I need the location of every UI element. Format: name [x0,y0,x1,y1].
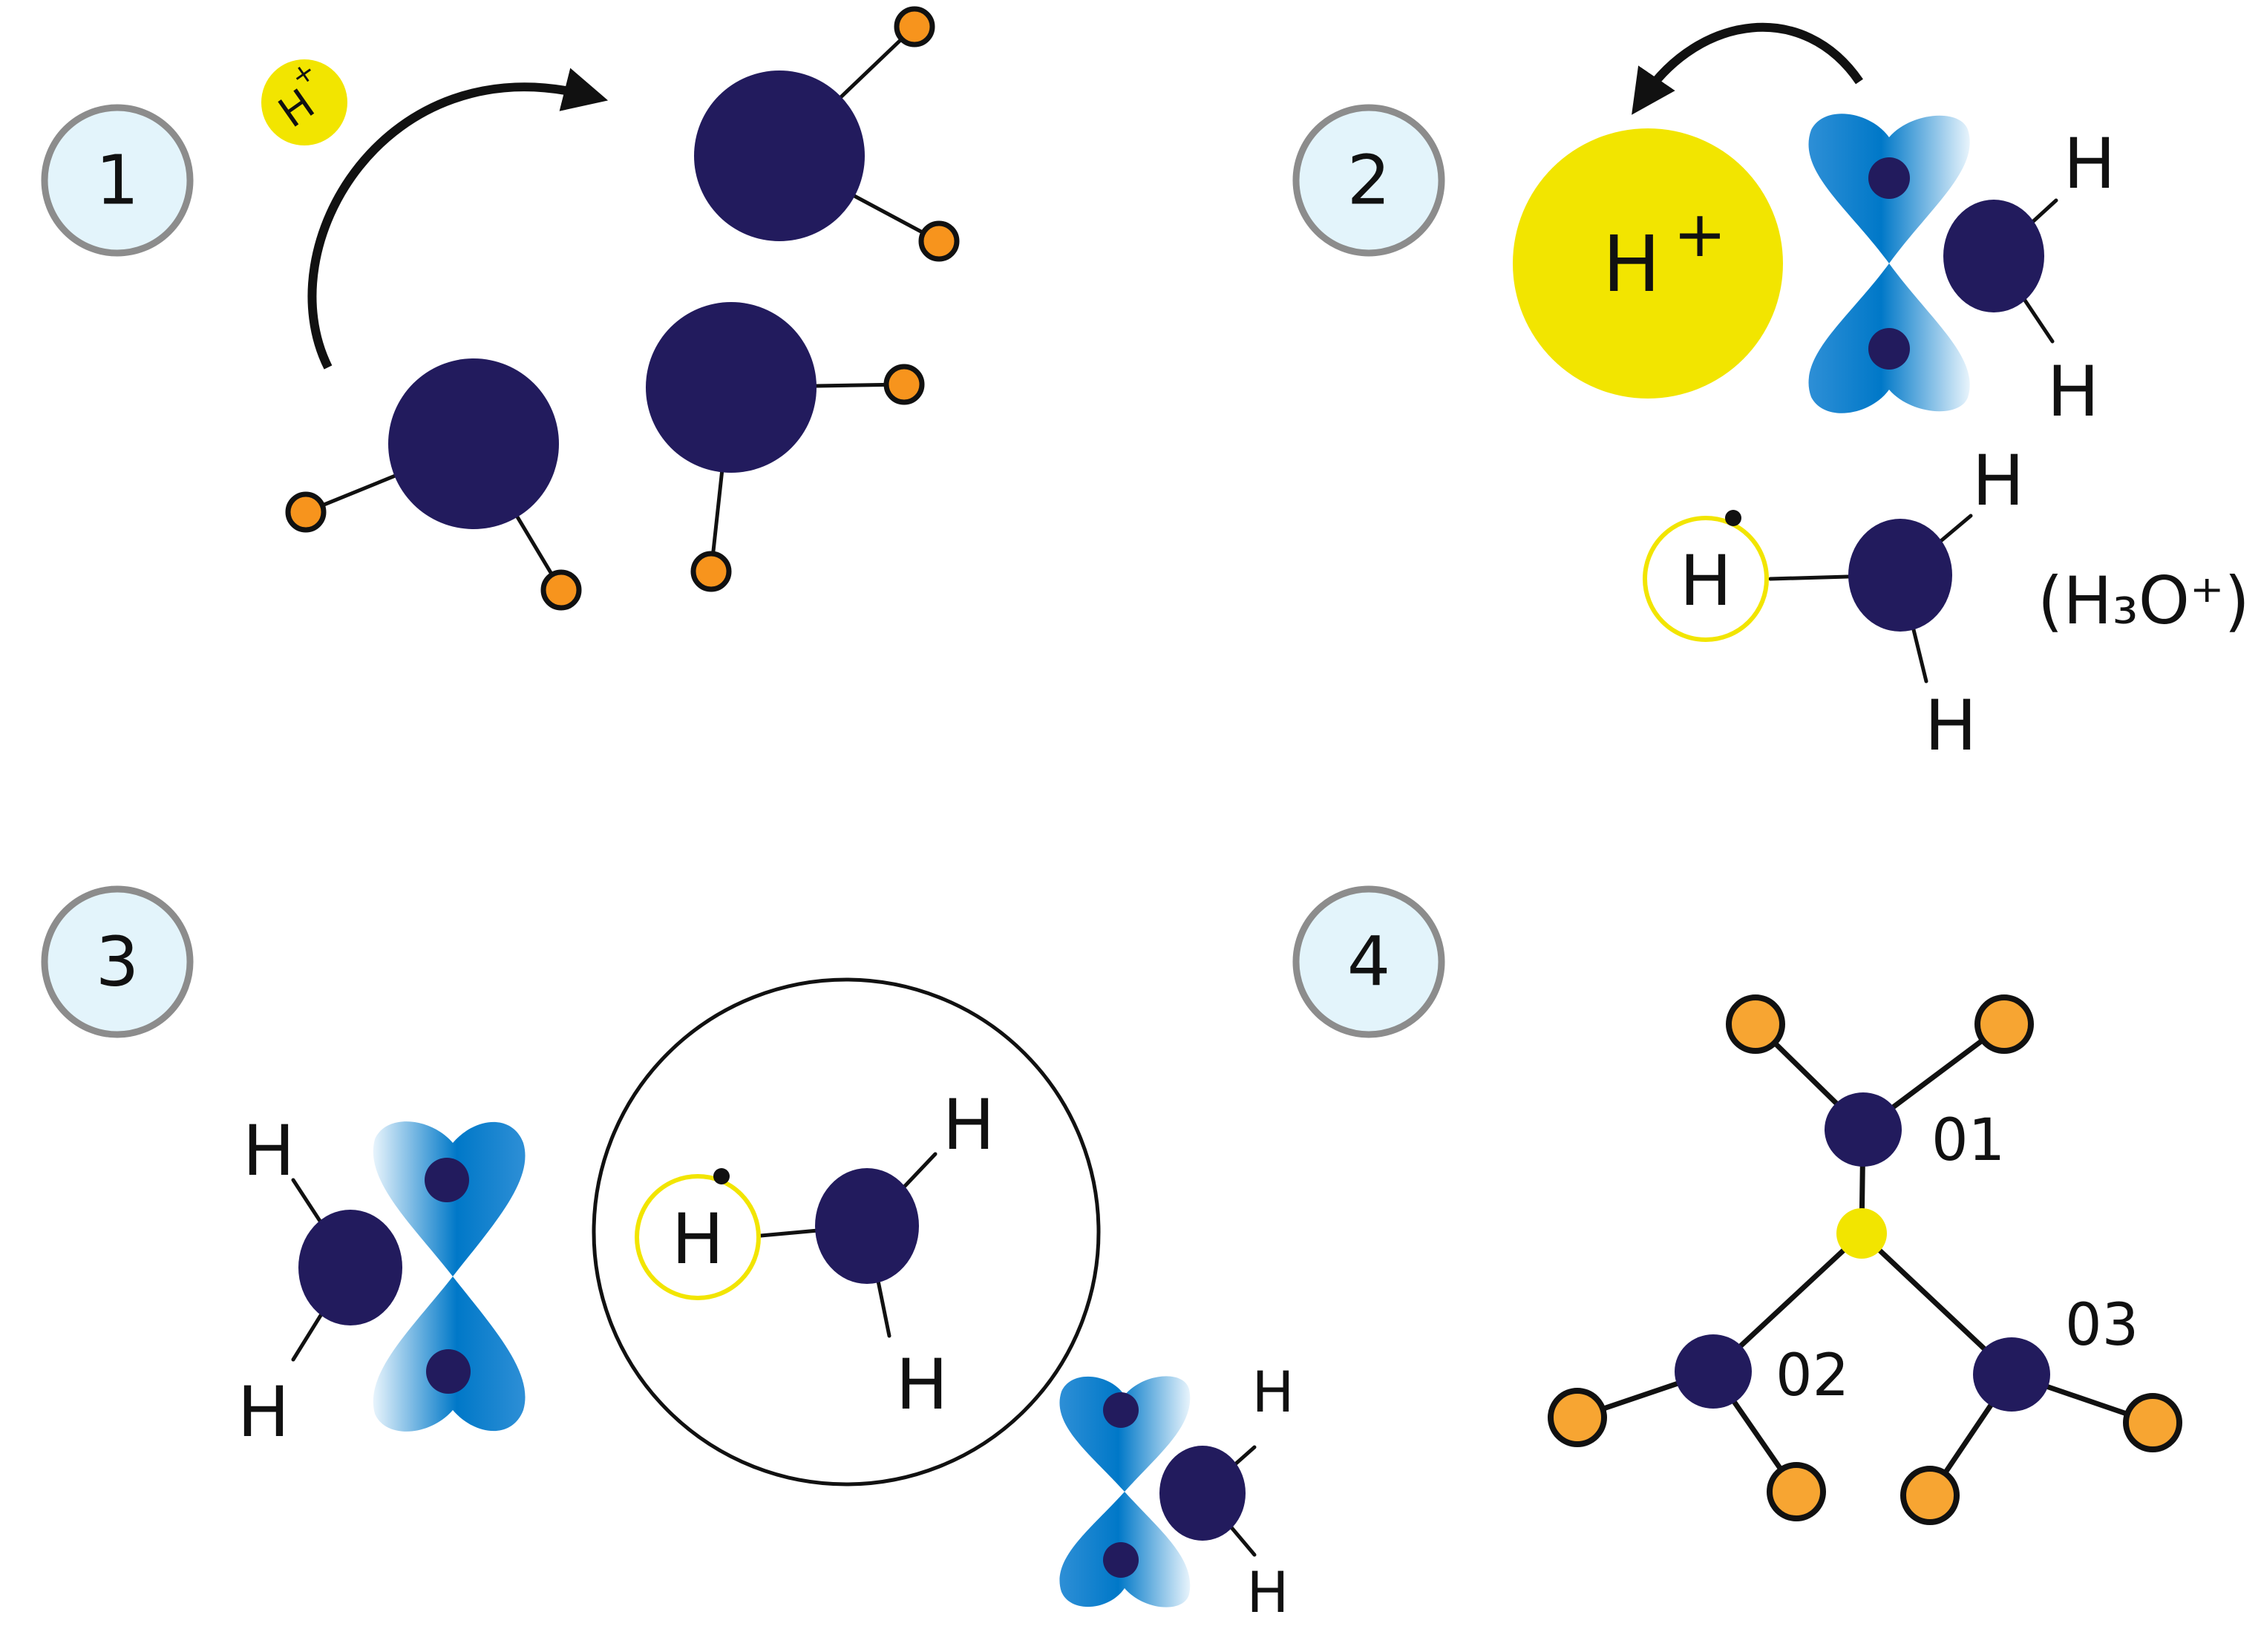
hydrogen-label: H [896,1345,949,1426]
oxygen-label-o2: 02 [1776,1343,1849,1409]
step-number-3: 3 [96,922,140,1002]
hydrogen-label: H [1680,541,1732,622]
step-badge-3: 3 [41,885,194,1038]
electron-dot [426,1349,471,1394]
hydrogen-atom [690,551,732,592]
panel-1: H + [261,6,960,611]
oxygen-atom [694,71,865,241]
hydrogen-atom [285,491,327,533]
electron-dot [1868,328,1910,370]
panel-2: H + H H H H H (H₃O⁺) [1513,22,2250,767]
proton-large: H + [1513,128,1783,399]
oxygen-atom [298,1210,402,1325]
oxygen-label-o3: 03 [2065,1292,2139,1359]
hydrogen-atom [1726,994,1785,1054]
attraction-arrow-icon [1632,22,1863,115]
hydrogen-atom [540,569,582,611]
oxygen-atom [1848,519,1952,632]
oxygen-atom [646,302,817,473]
electron-dot [713,1168,730,1184]
oxygen-label-o1: 01 [1931,1107,2005,1174]
water-molecule-a [694,6,960,262]
lone-pair-lobe-upper [1059,1376,1191,1492]
oxygen-atom [388,358,559,529]
hydrogen-atom [1767,1462,1826,1521]
proton-large-label: H [1603,219,1660,309]
hydrogen-label: H [238,1372,290,1453]
hydrogen-label: H [672,1199,724,1280]
hydrogen-atom [2123,1393,2182,1452]
step-number-4: 4 [1347,922,1391,1002]
hydrogen-atom [1900,1466,1960,1525]
proton-small: H + [261,55,347,145]
hydrogen-label: H [1972,441,2025,522]
oxygen-o1: 01 [1726,994,2034,1174]
oxygen-atom [1675,1334,1752,1409]
hydrogen-atom [883,364,925,405]
shared-proton [1836,1208,1887,1259]
hydronium-formula: (H₃O⁺) [2038,563,2250,639]
step-badge-4: 4 [1292,885,1445,1038]
oxygen-atom [815,1168,919,1284]
hydrogen-label: H [2064,124,2116,205]
electron-dot [1103,1392,1139,1428]
panel-4: 01 02 03 [1548,994,2182,1525]
panel-3: H H H H H H H [238,977,1295,1625]
electron-dot [1725,510,1741,526]
oxygen-o2: 02 [1548,1334,1849,1521]
hydrogen-label: H [1246,1559,1289,1625]
hydrogen-label: H [1251,1359,1294,1425]
hydrogen-label: H [1925,686,1977,767]
hydrogen-atom [894,6,935,47]
highlight-ring [592,977,1101,1487]
hydronium-ion-highlighted: H H H [592,977,1101,1487]
hydrogen-atom [1548,1388,1607,1447]
proton-large-charge: + [1673,197,1727,272]
water-molecule-c [285,358,582,611]
oxygen-atom [1973,1337,2050,1412]
hydrogen-label: H [2047,352,2100,433]
electron-dot [1103,1542,1139,1578]
oxygen-o3: 03 [1900,1292,2182,1525]
water-lone-pair-right: H H [1059,1359,1295,1625]
oxygen-atom [1825,1092,1902,1167]
transferred-proton-ring [1643,516,1769,642]
step-number-2: 2 [1347,141,1391,220]
transfer-arrow-icon [307,68,609,370]
step-badge-1: 1 [41,104,194,257]
electron-dot [1868,157,1910,199]
step-number-1: 1 [96,141,140,220]
transferred-proton-ring [635,1174,761,1300]
water-lone-pair-left: H H [238,1111,526,1453]
hydrogen-atom [918,220,960,262]
electron-dot [425,1158,469,1202]
water-lone-pair: H H [1808,114,2116,433]
hydrogen-label: H [943,1085,995,1166]
oxygen-atom [1943,200,2044,312]
hydrogen-atom [1974,994,2034,1054]
hydronium-ion: H H H (H₃O⁺) [1643,441,2250,767]
hydrogen-label: H [243,1111,295,1192]
oxygen-atom [1159,1446,1246,1541]
water-molecule-b [646,302,925,592]
step-badge-2: 2 [1292,104,1445,257]
